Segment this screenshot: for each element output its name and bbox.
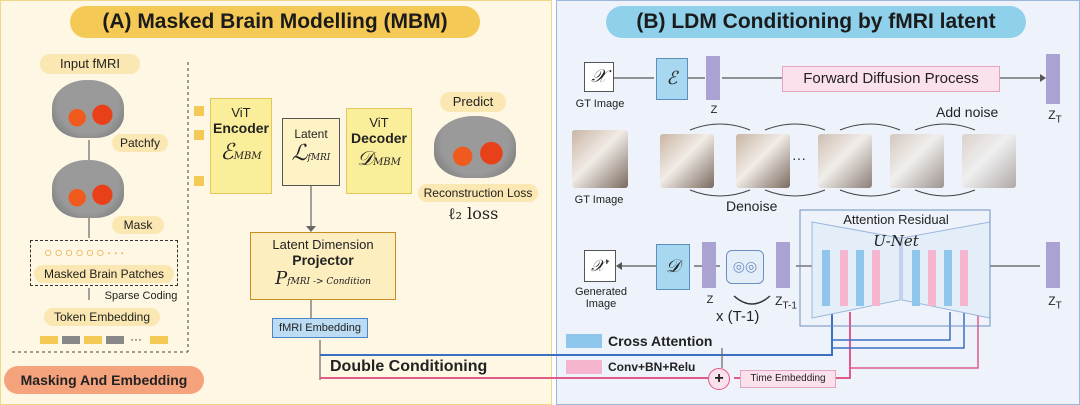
unet-conv-bar [872,250,880,306]
latent-zt-bar [1046,54,1060,104]
token-stub [194,176,204,186]
denoise-label: Denoise [726,198,778,214]
z-label: Z [710,104,718,116]
latent-subscript: fMRI [307,153,331,163]
masked-circles: ○○○○○○··· [44,244,127,260]
fmri-brain-image [52,80,124,138]
mask-label: Mask [112,216,164,234]
vae-decoder-box: 𝒟 [656,244,690,290]
fmri-embedding-box: fMRI Embedding [272,318,368,338]
encoder-symbol: ℰ [220,140,234,165]
add-noise-label: Add noise [936,104,999,120]
token-embedding-label: Token Embedding [44,308,160,326]
forward-diffusion-box: Forward Diffusion Process [782,66,1000,92]
latent-symbol: ℒ [291,141,308,166]
plus-icon: + [708,368,730,390]
latent-box: Latent ℒfMRI [282,118,340,186]
time-embedding-box: Time Embedding [740,370,836,388]
unet-cross-bar [856,250,864,306]
ellipsis-label: ··· [792,150,806,166]
l2-loss-label: ℓ₂ loss [448,204,499,223]
unet-conv-bar [928,250,936,306]
generated-x-box: 𝒳' [584,250,616,282]
unet-label: U-Net [873,232,919,250]
unet-cross-bar [912,250,920,306]
latent-z-out-bar [702,242,716,288]
predict-label: Predict [440,92,506,112]
zt-label: ZT [1048,108,1062,126]
gt-cat-image [572,130,628,188]
vit-encoder-box: ViT Encoder ℰMBM [210,98,272,194]
attention-residual-label: Attention Residual [843,212,949,227]
projector-line2: Projector [292,252,354,268]
noisy-cat-image-3 [818,134,872,188]
unet-cross-bar [822,250,830,306]
reconstruction-loss-label: Reconstruction Loss [418,184,538,202]
generated-image-label: Generated Image [575,286,627,310]
times-label: x (T-1) [716,308,760,325]
projector-subscript: fMRI -> Condition [287,277,371,287]
encoder-name: Encoder [212,120,269,136]
gt-image-label-2: GT Image [574,194,624,206]
zt1-label: ZT-1 [775,294,797,312]
gt-image-x-box: 𝒳 [584,62,614,92]
sparse-coding-label: Sparse Coding [104,290,178,302]
vae-encoder-box: ℰ [656,58,688,100]
decoder-name: Decoder [350,130,408,146]
double-conditioning-label: Double Conditioning [330,358,488,375]
projector-symbol: P [275,268,288,289]
noisy-cat-image-4 [890,134,944,188]
projector-line1: Latent Dimension [272,237,374,252]
masked-brain-patches-label: Masked Brain Patches [34,265,174,283]
patchfy-label: Patchfy [112,134,168,152]
token-stub [194,130,204,140]
noisy-cat-image-5 [962,134,1016,188]
unet-conv-bar [840,250,848,306]
encoder-subscript: MBM [233,151,262,162]
panel-a-title: (A) Masked Brain Modelling (MBM) [70,6,480,38]
unet-conv-bar [960,250,968,306]
denoise-step-icon: ◎◎ [726,250,764,284]
decoder-subscript: MBM [373,157,401,168]
z-out-label: Z [706,294,714,306]
latent-label: Latent [294,127,328,141]
latent-zt1-bar [776,242,790,288]
predicted-brain-image [434,116,516,178]
legend-conv-label: Conv+BN+Relu [608,360,696,374]
legend-conv-swatch [566,360,602,374]
patched-brain-image [52,160,124,218]
gt-image-label: GT Image [575,98,625,110]
masking-and-embedding-label: Masking And Embedding [4,366,204,394]
input-fmri-label: Input fMRI [40,54,140,74]
vit-decoder-box: ViT Decoder 𝒟MBM [346,108,412,194]
zt-input-label: ZT [1048,294,1062,312]
latent-zt-input-bar [1046,242,1060,288]
noisy-cat-image-2 [736,134,790,188]
projector-box: Latent Dimension Projector PfMRI -> Cond… [250,232,396,300]
unet-cross-bar [944,250,952,306]
token-stub [194,106,204,116]
panel-b-title: (B) LDM Conditioning by fMRI latent [606,6,1026,38]
masked-patches-box [30,240,178,286]
decoder-symbol: 𝒟 [357,146,374,170]
legend-cross-swatch [566,334,602,348]
legend-cross-label: Cross Attention [608,333,713,349]
decoder-vit-label: ViT [369,115,389,130]
encoder-vit-label: ViT [231,105,251,120]
noisy-cat-image-1 [660,134,714,188]
token-strip: ··· [40,332,180,346]
latent-z-bar [706,56,720,100]
